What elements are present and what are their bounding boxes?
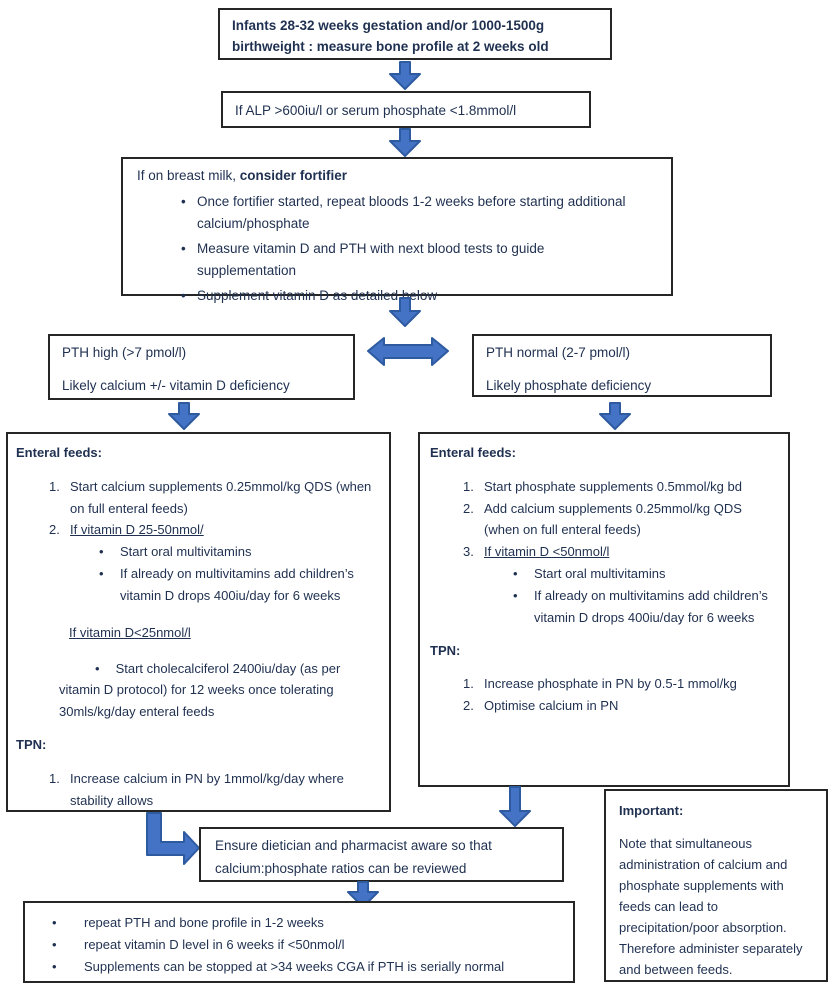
- list-item: Start oral multivitamins: [99, 541, 381, 563]
- gestation-criteria-text: Infants 28-32 weeks gestation and/or 100…: [232, 18, 549, 54]
- important-body: Note that simultaneous administration of…: [619, 836, 803, 978]
- list-item: Start cholecalciferol 2400iu/day (as per…: [59, 658, 363, 723]
- flow-arrow-down-icon: [599, 402, 631, 430]
- vitamin-d-low-heading: If vitamin D<25nmol/l: [69, 624, 191, 640]
- list-item: repeat PTH and bone profile in 1-2 weeks: [52, 912, 563, 934]
- flow-arrow-down-icon: [168, 402, 200, 430]
- list-item: 2. If vitamin D 25-50nmol/: [49, 522, 204, 538]
- fortifier-heading-bold: consider fortifier: [239, 168, 348, 183]
- list-item: 1. Increase calcium in PN by 1mmol/kg/da…: [49, 770, 344, 808]
- pth-normal-plan-box: Enteral feeds: 1. Start phosphate supple…: [418, 432, 790, 787]
- enteral-feeds-heading: Enteral feeds:: [430, 445, 516, 460]
- list-item: 1. Start calcium supplements 0.25mmol/kg…: [49, 478, 372, 516]
- list-item: Supplement vitamin D as detailed below: [181, 285, 657, 307]
- list-item: Start oral multivitamins: [513, 563, 778, 585]
- pth-high-line1: PTH high (>7 pmol/l): [62, 345, 187, 360]
- pth-normal-line2: Likely phosphate deficiency: [486, 377, 652, 393]
- flow-arrow-double-horizontal-icon: [367, 337, 449, 366]
- important-heading: Important:: [619, 803, 684, 818]
- list-item: If already on multivitamins add children…: [99, 563, 381, 607]
- gestation-criteria-box: Infants 28-32 weeks gestation and/or 100…: [218, 8, 612, 60]
- enteral-feeds-heading: Enteral feeds:: [16, 445, 102, 460]
- flow-arrow-elbow-right-icon: [146, 812, 200, 865]
- followup-box: repeat PTH and bone profile in 1-2 weeks…: [23, 901, 575, 983]
- flow-arrow-down-icon: [389, 297, 421, 327]
- list-item: 2. Add calcium supplements 0.25mmol/kg Q…: [463, 500, 742, 538]
- pth-high-box: PTH high (>7 pmol/l) Likely calcium +/- …: [48, 334, 355, 400]
- ensure-review-box: Ensure dietician and pharmacist aware so…: [199, 827, 564, 882]
- list-item: repeat vitamin D level in 6 weeks if <50…: [52, 934, 563, 956]
- tpn-heading: TPN:: [430, 642, 461, 658]
- flow-arrow-down-icon: [347, 881, 379, 908]
- tpn-heading: TPN:: [16, 737, 47, 753]
- list-item: Measure vitamin D and PTH with next bloo…: [181, 238, 657, 281]
- list-item: 2. Optimise calcium in PN: [463, 698, 619, 714]
- flow-arrow-down-icon: [499, 786, 531, 827]
- list-item: 1. Increase phosphate in PN by 0.5-1 mmo…: [463, 676, 737, 692]
- pth-high-line2: Likely calcium +/- vitamin D deficiency: [62, 377, 290, 393]
- list-item: 3. If vitamin D <50nmol/l: [463, 544, 610, 560]
- list-item: Supplements can be stopped at >34 weeks …: [52, 956, 563, 978]
- pth-normal-box: PTH normal (2-7 pmol/l) Likely phosphate…: [472, 334, 772, 397]
- list-item: If already on multivitamins add children…: [513, 585, 778, 629]
- list-item: 1. Start phosphate supplements 0.5mmol/k…: [463, 478, 742, 494]
- pth-high-plan-box: Enteral feeds: 1. Start calcium suppleme…: [6, 432, 391, 812]
- alp-threshold-text: If ALP >600iu/l or serum phosphate <1.8m…: [235, 103, 517, 118]
- flow-arrow-down-icon: [389, 61, 421, 90]
- important-note-box: Important: Note that simultaneous admini…: [604, 789, 828, 982]
- ensure-review-text: Ensure dietician and pharmacist aware so…: [215, 838, 492, 876]
- list-item: Once fortifier started, repeat bloods 1-…: [181, 191, 657, 234]
- fortifier-heading-prefix: If on breast milk,: [137, 168, 240, 183]
- pth-normal-line1: PTH normal (2-7 pmol/l): [486, 345, 631, 360]
- fortifier-box: If on breast milk, consider fortifier On…: [121, 157, 673, 303]
- flow-arrow-down-icon: [389, 128, 421, 157]
- alp-threshold-box: If ALP >600iu/l or serum phosphate <1.8m…: [221, 91, 591, 128]
- fortifier-heading: If on breast milk, consider fortifier: [137, 166, 657, 187]
